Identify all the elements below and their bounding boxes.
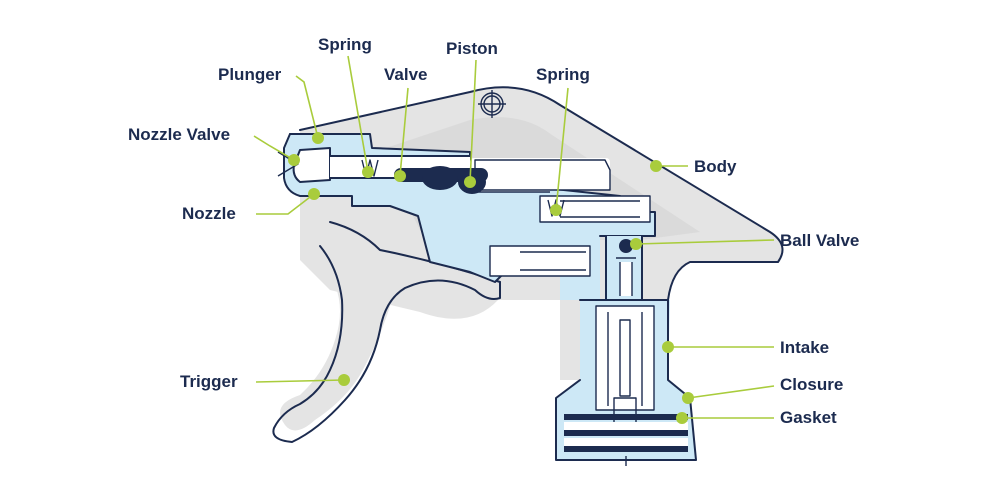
label-trigger: Trigger xyxy=(180,372,238,391)
valve-rod xyxy=(394,166,488,194)
label-ball-valve: Ball Valve xyxy=(780,231,859,250)
callout-plunger: Plunger xyxy=(218,65,324,144)
crosshair-icon xyxy=(478,90,506,118)
callout-piston: Piston xyxy=(446,39,498,188)
callout-gasket: Gasket xyxy=(676,408,837,427)
ball-valve-stem xyxy=(605,235,643,301)
callout-nozzle-valve: Nozzle Valve xyxy=(128,125,300,166)
label-intake: Intake xyxy=(780,338,829,357)
label-spring-top: Spring xyxy=(318,35,372,54)
callout-spring-top: Spring xyxy=(318,35,374,178)
callout-body: Body xyxy=(650,157,737,176)
label-nozzle: Nozzle xyxy=(182,204,236,223)
label-plunger: Plunger xyxy=(218,65,282,84)
label-piston: Piston xyxy=(446,39,498,58)
callout-trigger: Trigger xyxy=(180,372,350,391)
callout-valve: Valve xyxy=(384,65,428,182)
label-spring-right: Spring xyxy=(536,65,590,84)
callout-closure: Closure xyxy=(682,375,843,404)
closure-cap xyxy=(555,299,697,466)
callout-ball-valve: Ball Valve xyxy=(630,231,859,250)
callout-intake: Intake xyxy=(662,338,829,357)
label-valve: Valve xyxy=(384,65,428,84)
label-closure: Closure xyxy=(780,375,843,394)
label-body: Body xyxy=(694,157,737,176)
callout-spring-right: Spring xyxy=(536,65,590,216)
label-nozzle-valve: Nozzle Valve xyxy=(128,125,230,144)
label-gasket: Gasket xyxy=(780,408,837,427)
barrel-assembly xyxy=(277,133,656,300)
callout-nozzle: Nozzle xyxy=(182,188,320,223)
